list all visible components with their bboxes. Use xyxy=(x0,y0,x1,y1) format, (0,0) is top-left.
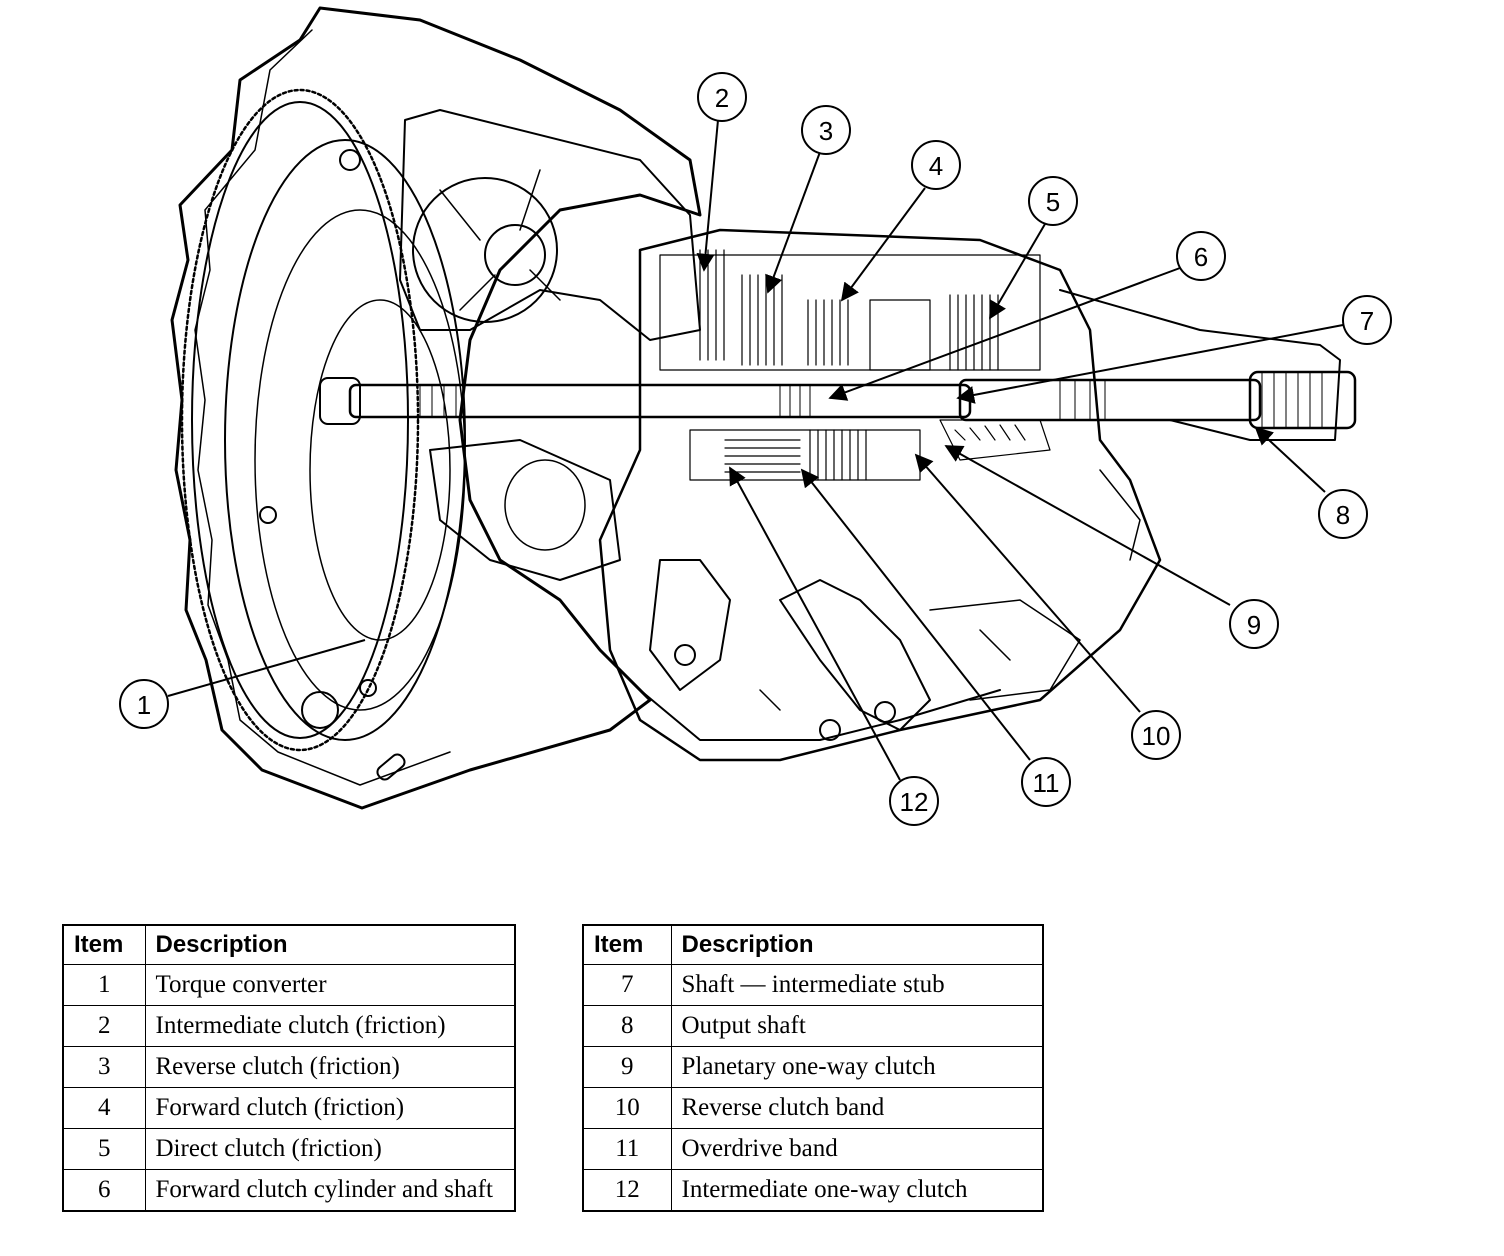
callout-label: 5 xyxy=(1046,187,1060,217)
callout-leaders xyxy=(167,119,1344,781)
item-description: Intermediate clutch (friction) xyxy=(144,1005,516,1047)
item-description: Forward clutch (friction) xyxy=(144,1087,516,1129)
callout-label: 3 xyxy=(819,116,833,146)
callout-label: 2 xyxy=(715,83,729,113)
callout-label: 6 xyxy=(1194,242,1208,272)
callout-4: 4 xyxy=(911,140,961,190)
item-description: Forward clutch cylinder and shaft xyxy=(144,1169,516,1212)
callout-label: 4 xyxy=(929,151,943,181)
callout-1: 1 xyxy=(119,679,169,729)
callout-11: 11 xyxy=(1021,757,1071,807)
transmission-cutaway-diagram: 1 2 3 4 5 6 7 8 9 10 11 12 xyxy=(119,6,1392,826)
callouts: 1 2 3 4 5 6 7 8 9 10 11 12 xyxy=(119,72,1392,826)
callout-label: 12 xyxy=(900,787,929,817)
callout-3: 3 xyxy=(801,105,851,155)
callout-5: 5 xyxy=(1028,176,1078,226)
item-description: Direct clutch (friction) xyxy=(144,1128,516,1170)
callout-10: 10 xyxy=(1131,710,1181,760)
item-description: Overdrive band xyxy=(670,1128,1044,1170)
item-description: Output shaft xyxy=(670,1005,1044,1047)
column-header-item: Item xyxy=(62,924,146,965)
item-description: Intermediate one-way clutch xyxy=(670,1169,1044,1212)
item-number: 9 xyxy=(582,1046,672,1088)
item-number: 4 xyxy=(62,1087,146,1129)
item-number: 6 xyxy=(62,1169,146,1212)
callout-label: 8 xyxy=(1336,500,1350,530)
callout-6: 6 xyxy=(1176,231,1226,281)
callout-label: 1 xyxy=(137,690,151,720)
item-number: 10 xyxy=(582,1087,672,1129)
item-description: Reverse clutch (friction) xyxy=(144,1046,516,1088)
item-number: 5 xyxy=(62,1128,146,1170)
item-number: 1 xyxy=(62,964,146,1006)
item-number: 11 xyxy=(582,1128,672,1170)
column-header-description: Description xyxy=(670,924,1044,965)
callout-7: 7 xyxy=(1342,295,1392,345)
item-number: 12 xyxy=(582,1169,672,1212)
callout-12: 12 xyxy=(889,776,939,826)
item-description: Reverse clutch band xyxy=(670,1087,1044,1129)
item-number: 3 xyxy=(62,1046,146,1088)
table-header-row: Item Description xyxy=(62,924,516,965)
item-description: Planetary one-way clutch xyxy=(670,1046,1044,1088)
item-number: 8 xyxy=(582,1005,672,1047)
item-description: Shaft — intermediate stub xyxy=(670,964,1044,1006)
transmission-illustration xyxy=(170,6,1357,810)
column-header-item: Item xyxy=(582,924,672,965)
item-number: 7 xyxy=(582,964,672,1006)
callout-9: 9 xyxy=(1229,599,1279,649)
callout-label: 10 xyxy=(1142,721,1171,751)
item-description: Torque converter xyxy=(144,964,516,1006)
callout-2: 2 xyxy=(697,72,747,122)
callout-8: 8 xyxy=(1318,489,1368,539)
table-header-row: Item Description xyxy=(582,924,1044,965)
callout-label: 11 xyxy=(1033,768,1060,798)
item-number: 2 xyxy=(62,1005,146,1047)
callout-label: 7 xyxy=(1360,306,1374,336)
column-header-description: Description xyxy=(144,924,516,965)
callout-label: 9 xyxy=(1247,610,1261,640)
